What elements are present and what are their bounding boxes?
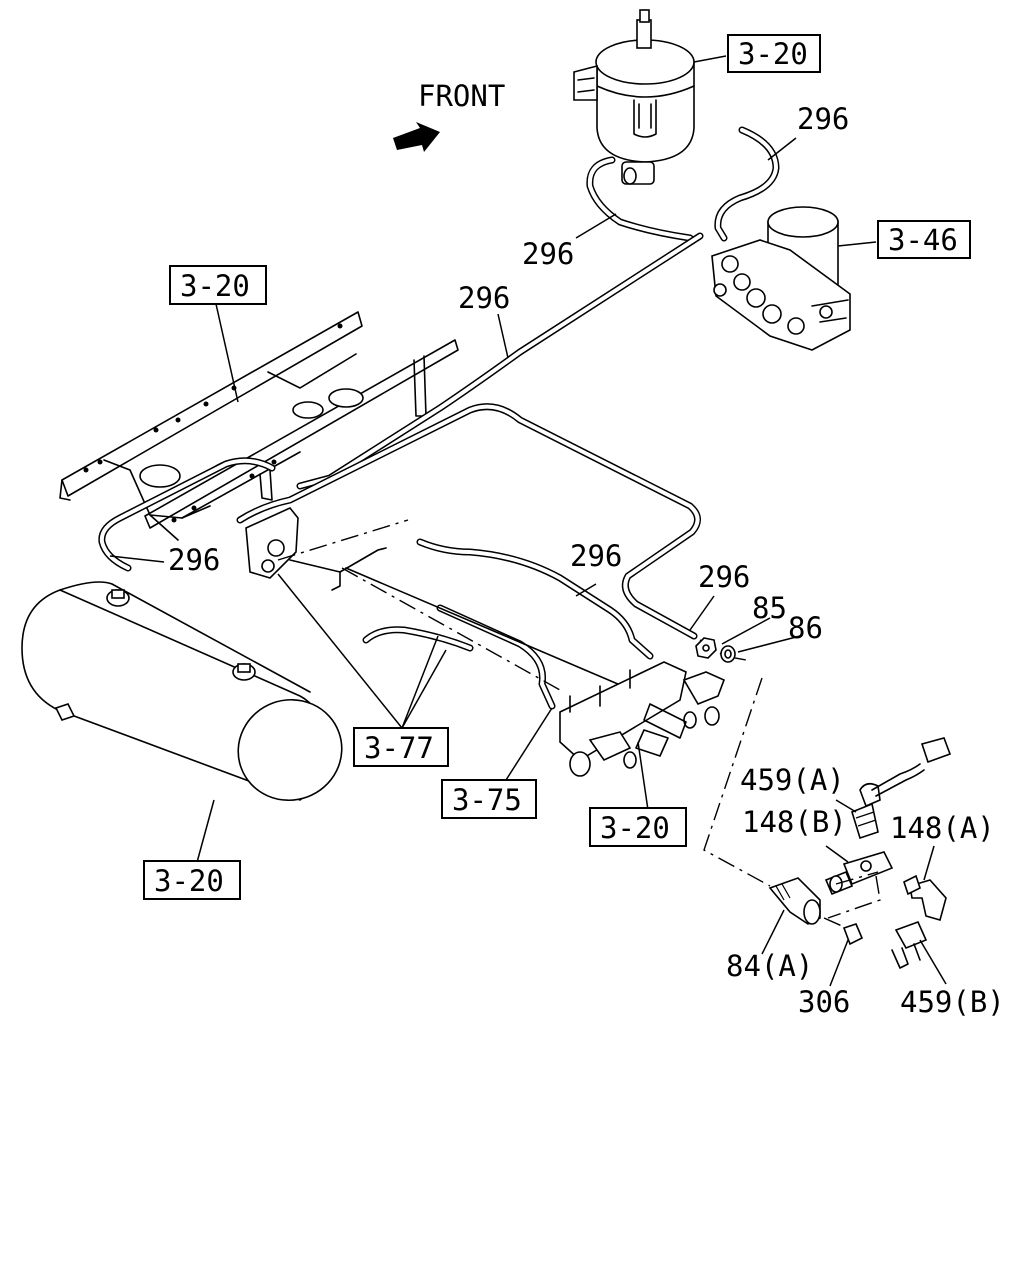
part-label-296-left: 296 [168, 543, 220, 577]
ref-box-bracket[interactable]: 3-20 [589, 807, 687, 847]
part-label-86: 86 [788, 611, 823, 645]
ref-box-tank-text: 3-20 [154, 864, 224, 898]
fittings-group [768, 737, 952, 969]
ref-box-top[interactable]: 3-20 [727, 34, 821, 73]
part-label-306: 306 [798, 985, 850, 1019]
leader-lines [109, 55, 947, 987]
washer-86 [720, 645, 736, 663]
ref-box-bracket-text: 3-20 [600, 811, 670, 845]
part-label-296-reservoir: 296 [522, 237, 574, 271]
ref-box-valve-group[interactable]: 3-77 [353, 727, 449, 767]
part-label-85: 85 [752, 591, 787, 625]
ref-box-hose[interactable]: 3-75 [441, 779, 537, 819]
ref-box-frame[interactable]: 3-20 [169, 265, 267, 305]
part-label-296-right: 296 [698, 560, 750, 594]
part-label-296-top: 296 [797, 102, 849, 136]
part-label-84a: 84(A) [726, 949, 813, 983]
front-arrow-icon [393, 122, 440, 152]
air-dryer [711, 206, 851, 351]
part-label-459a: 459(A) [740, 763, 845, 797]
nut-85 [695, 637, 717, 659]
part-label-148a: 148(A) [890, 811, 995, 845]
ref-box-tank[interactable]: 3-20 [143, 860, 241, 900]
part-label-459b: 459(B) [900, 985, 1005, 1019]
ref-box-hose-text: 3-75 [452, 783, 522, 817]
air-tank [21, 581, 343, 802]
air-pipes [98, 126, 780, 710]
ref-box-dryer-text: 3-46 [888, 223, 958, 257]
front-label: FRONT [418, 79, 505, 113]
ref-box-valve-group-text: 3-77 [364, 731, 434, 765]
top-reservoir [573, 9, 695, 185]
part-label-148b: 148(B) [742, 805, 847, 839]
frame-crossmember [59, 311, 459, 569]
ref-box-frame-text: 3-20 [180, 269, 250, 303]
ref-box-dryer[interactable]: 3-46 [877, 220, 971, 259]
valve-bracket [245, 507, 726, 777]
part-label-296-center: 296 [570, 539, 622, 573]
part-label-296-main: 296 [458, 281, 510, 315]
ref-box-top-text: 3-20 [738, 37, 808, 71]
